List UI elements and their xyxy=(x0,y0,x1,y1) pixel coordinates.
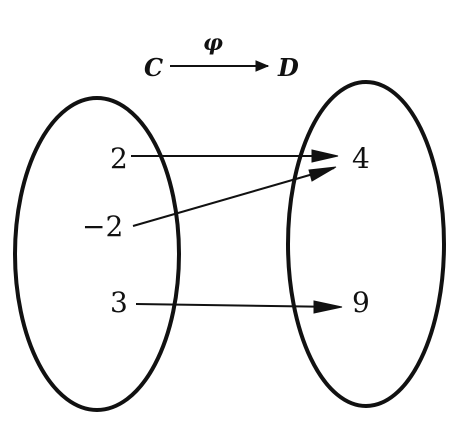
header-arrow-head xyxy=(255,60,270,72)
domain-element-2: 2 xyxy=(110,142,128,175)
arrow-head xyxy=(311,149,339,163)
domain-element-minus-2: −2 xyxy=(82,210,123,243)
mapping-arrow-3-to-9 xyxy=(135,300,343,314)
arrow-head xyxy=(313,300,343,314)
map-name-label: φ xyxy=(203,30,223,56)
mapping-arrow-minus2-to-4 xyxy=(132,166,337,227)
domain-set-label: C xyxy=(144,53,163,82)
mapping-arrow-2-to-4 xyxy=(131,149,339,163)
arrow-line xyxy=(132,167,335,227)
domain-set-oval xyxy=(13,96,181,412)
codomain-element-9: 9 xyxy=(352,286,370,319)
codomain-set-label: D xyxy=(277,53,299,82)
arrow-line xyxy=(135,303,341,308)
mapping-header: C φ D xyxy=(144,30,299,82)
arrow-head xyxy=(308,166,337,182)
domain-element-3: 3 xyxy=(110,286,128,319)
codomain-set-oval xyxy=(286,80,446,408)
codomain-element-4: 4 xyxy=(352,142,370,175)
